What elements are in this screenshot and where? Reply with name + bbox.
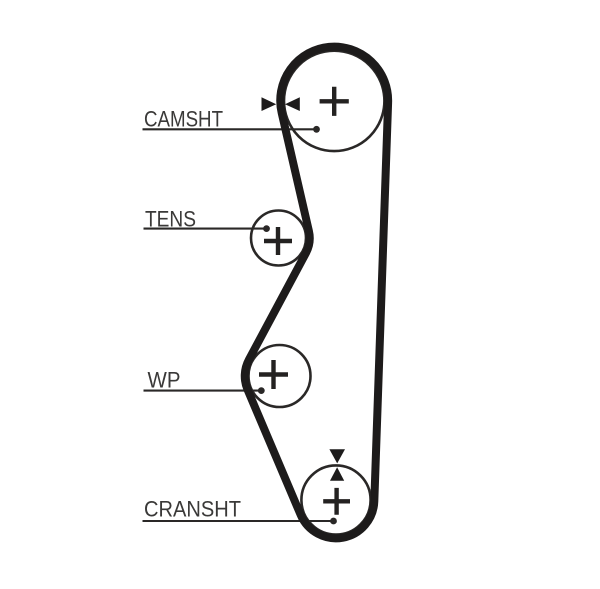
arrow-down-icon bbox=[329, 449, 345, 464]
crankshaft-plus-icon bbox=[323, 487, 350, 515]
arrow-right-icon bbox=[261, 97, 277, 111]
pulley-center-marks bbox=[259, 86, 350, 515]
tensioner-dot-icon bbox=[263, 225, 270, 233]
camshaft-alignment-marks bbox=[261, 97, 300, 111]
crankshaft-label: CRANSHT bbox=[144, 497, 241, 522]
timing-belt bbox=[240, 42, 393, 543]
water-pump-label: WP bbox=[148, 368, 181, 393]
water-pump-plus-icon bbox=[259, 360, 288, 389]
arrow-up-icon bbox=[330, 467, 345, 481]
arrow-left-icon bbox=[285, 97, 300, 111]
camshaft-label: CAMSHT bbox=[144, 107, 223, 132]
camshaft-plus-icon bbox=[319, 86, 349, 116]
tensioner-label: TENS bbox=[145, 206, 196, 231]
crankshaft-dot-icon bbox=[330, 517, 337, 525]
water-pump-dot-icon bbox=[257, 387, 265, 394]
leader-dots bbox=[257, 125, 337, 525]
tensioner-plus-icon bbox=[264, 227, 292, 255]
camshaft-dot-icon bbox=[313, 125, 320, 133]
crankshaft-alignment-marks bbox=[329, 449, 345, 481]
labels: CAMSHT TENS WP CRANSHT bbox=[144, 107, 241, 522]
